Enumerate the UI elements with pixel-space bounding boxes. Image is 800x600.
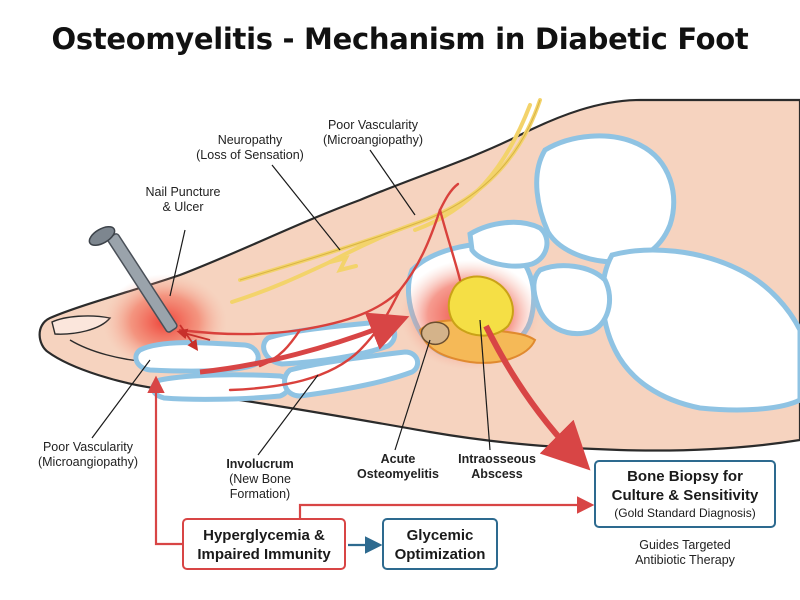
biopsy-arrow xyxy=(483,324,591,471)
page-title: Osteomyelitis - Mechanism in Diabetic Fo… xyxy=(51,22,749,56)
label-line: (Loss of Sensation) xyxy=(196,148,304,162)
box-line: Glycemic xyxy=(406,527,474,544)
box-line: Impaired Immunity xyxy=(197,546,331,563)
infection-spread-arrow xyxy=(199,312,410,375)
blood-vessels xyxy=(178,182,462,392)
label-intraosseous-abscess: Intraosseous Abscess xyxy=(447,452,547,482)
to-biopsy-line xyxy=(298,496,595,520)
label-line: Neuropathy xyxy=(217,133,283,147)
bone-biopsy-box: Bone Biopsy for Culture & Sensitivity (G… xyxy=(594,460,776,528)
label-neuropathy: Neuropathy (Loss of Sensation) xyxy=(175,133,325,163)
label-line: Acute xyxy=(380,452,416,466)
label-line: Involucrum xyxy=(226,457,294,471)
label-line: (New Bone xyxy=(229,472,291,486)
label-line: Nail Puncture xyxy=(145,185,221,199)
label-poor-vascularity-left: Poor Vascularity (Microangiopathy) xyxy=(18,440,158,470)
hyperglycemia-box: Hyperglycemia & Impaired Immunity xyxy=(182,518,346,570)
nail-object xyxy=(88,225,178,333)
label-acute-osteomyelitis: Acute Osteomyelitis xyxy=(348,452,448,482)
label-line: Poor Vascularity xyxy=(327,118,419,132)
spread-arrow xyxy=(176,328,211,341)
box-subtitle: (Gold Standard Diagnosis) xyxy=(614,506,756,520)
label-line: & Ulcer xyxy=(162,200,204,214)
label-line: Formation) xyxy=(229,487,291,501)
label-line: Osteomyelitis xyxy=(357,467,439,481)
label-guides-therapy: Guides Targeted Antibiotic Therapy xyxy=(610,538,760,568)
abscess xyxy=(447,275,514,337)
label-line: Antibiotic Therapy xyxy=(635,553,735,567)
box-line: Culture & Sensitivity xyxy=(611,487,759,504)
nerves-outline xyxy=(239,99,541,281)
glycemic-optimization-box: Glycemic Optimization xyxy=(382,518,498,570)
label-line: Poor Vascularity xyxy=(42,440,134,454)
label-involucrum: Involucrum (New Bone Formation) xyxy=(210,457,310,502)
immunity-connector xyxy=(154,520,183,546)
label-poor-vascularity-top: Poor Vascularity (Microangiopathy) xyxy=(298,118,448,148)
box-line: Optimization xyxy=(394,546,486,563)
label-nail-puncture: Nail Puncture & Ulcer xyxy=(128,185,238,215)
label-line: (Microangiopathy) xyxy=(322,133,424,147)
bone-fragment xyxy=(420,321,450,346)
box-line: Hyperglycemia & xyxy=(203,527,325,544)
label-line: (Microangiopathy) xyxy=(37,455,139,469)
label-line: Guides Targeted xyxy=(639,538,731,552)
label-line: Intraosseous xyxy=(458,452,536,466)
leader-lines xyxy=(91,149,491,456)
box-line: Bone Biopsy for xyxy=(627,468,743,485)
label-line: Abscess xyxy=(471,467,523,481)
